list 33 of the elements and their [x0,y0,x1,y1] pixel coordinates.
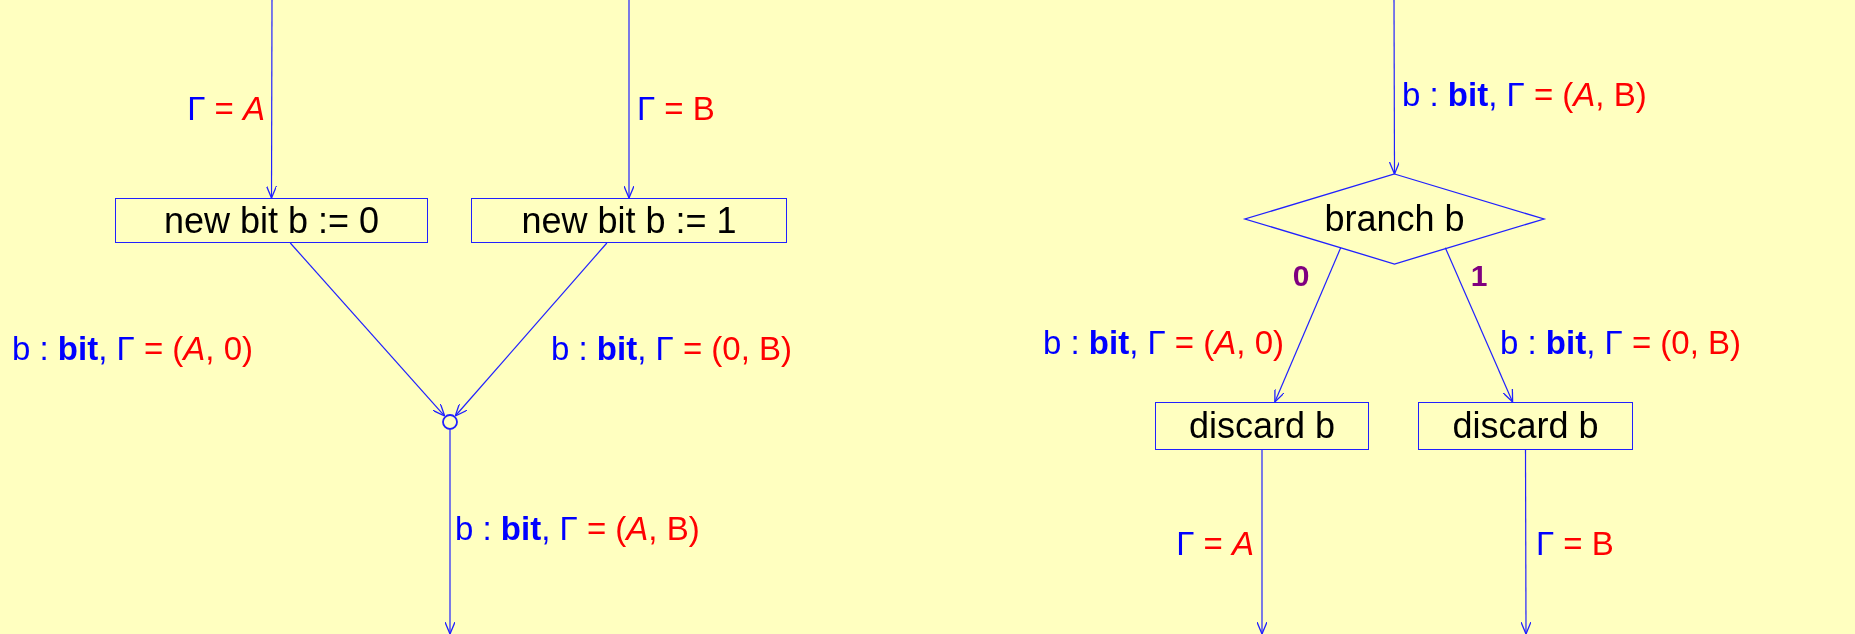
arrow [623,0,635,199]
process-box [1418,402,1633,450]
edge-label: Γ = A [1176,527,1254,560]
arrow [1388,0,1401,175]
edge-label: b : bit, Γ = (A, 0) [1043,326,1284,359]
edge-label: b : bit, Γ = (0, B) [1500,326,1741,359]
arrow [1444,247,1514,403]
arrow [265,0,278,199]
arrow [289,242,446,417]
arrow [1274,247,1342,403]
node-text: new bit b := 0 [163,199,380,242]
edge-label: Γ = A [187,92,265,125]
arrow [444,429,456,634]
edge-label: Γ = B [1536,527,1614,560]
edge-label: b : bit, Γ = (A, B) [1402,78,1647,111]
node-text: discard b [1452,405,1599,447]
node-text: discard b [1188,405,1336,447]
edge-label: b : bit, Γ = (A, B) [455,512,700,545]
edge-label: Γ = B [637,92,715,125]
arrow [1256,449,1268,634]
edge-label: b : bit, Γ = (0, B) [551,332,792,365]
process-box [471,198,787,243]
branch-label: 0 [1292,261,1310,291]
branch-label: 1 [1470,261,1488,291]
arrow [1520,449,1532,634]
process-box [1155,402,1369,450]
edge-label: b : bit, Γ = (A, 0) [12,332,253,365]
node-text: new bit b := 1 [521,199,737,242]
process-box [115,198,428,243]
decision-diamond [1245,174,1544,264]
arrow [454,242,608,417]
junction-circle [442,414,458,430]
node-text: branch b [1324,198,1465,240]
